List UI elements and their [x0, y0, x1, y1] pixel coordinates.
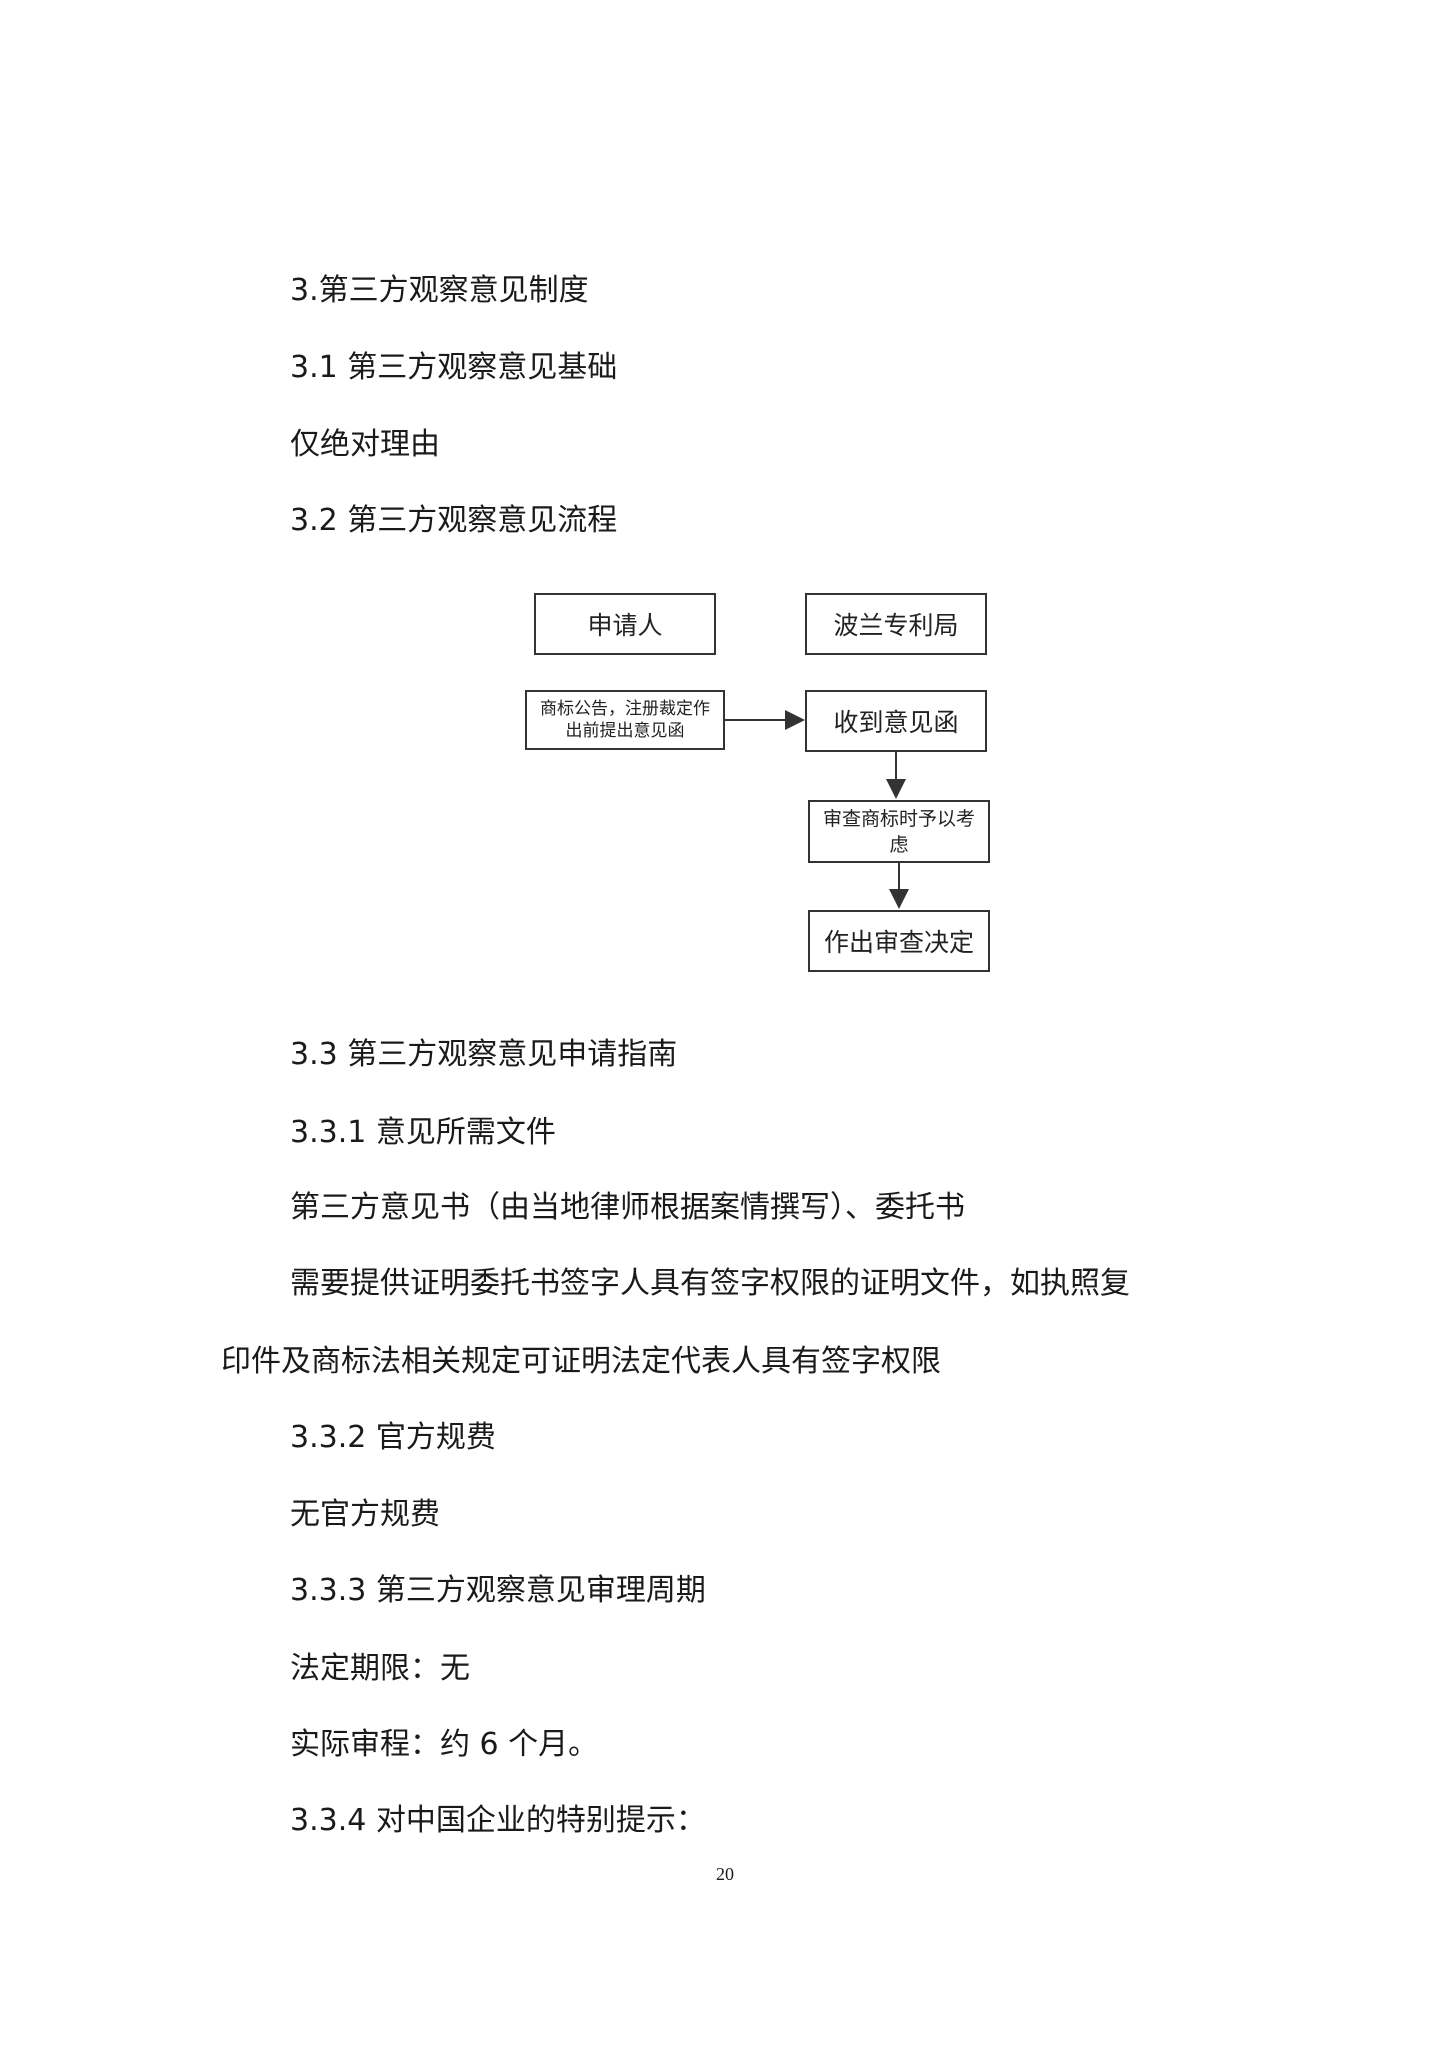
paragraph: 无官方规费: [290, 1497, 440, 1532]
paragraph: 第三方意见书（由当地律师根据案情撰写）、委托书: [290, 1190, 965, 1225]
receive-box: 收到意见函: [805, 690, 987, 752]
applicant-box: 申请人: [534, 593, 716, 655]
paragraph: 法定期限：无: [290, 1651, 470, 1686]
paragraph: 需要提供证明委托书签字人具有签字权限的证明文件，如执照复: [290, 1266, 1130, 1301]
heading-3-2: 3.2 第三方观察意见流程: [290, 503, 618, 538]
heading-3-3-4: 3.3.4 对中国企业的特别提示：: [290, 1803, 706, 1838]
diagram-arrows: [725, 710, 909, 909]
page-number: 20: [716, 1864, 734, 1884]
heading-3-3-2: 3.3.2 官方规费: [290, 1420, 496, 1455]
paragraph: 仅绝对理由: [290, 427, 440, 462]
heading-3-3: 3.3 第三方观察意见申请指南: [290, 1037, 678, 1072]
paragraph: 印件及商标法相关规定可证明法定代表人具有签字权限: [221, 1344, 941, 1379]
paragraph: 实际审程：约 6 个月。: [290, 1727, 599, 1762]
office-box: 波兰专利局: [805, 593, 987, 655]
heading-3: 3.第三方观察意见制度: [290, 273, 589, 308]
decision-box: 作出审查决定: [808, 910, 990, 972]
consider-box: 审查商标时予以考虑: [808, 800, 990, 863]
heading-3-3-1: 3.3.1 意见所需文件: [290, 1115, 556, 1150]
heading-3-3-3: 3.3.3 第三方观察意见审理周期: [290, 1573, 706, 1608]
submit-box: 商标公告，注册裁定作出前提出意见函: [525, 690, 725, 750]
heading-3-1: 3.1 第三方观察意见基础: [290, 350, 618, 385]
